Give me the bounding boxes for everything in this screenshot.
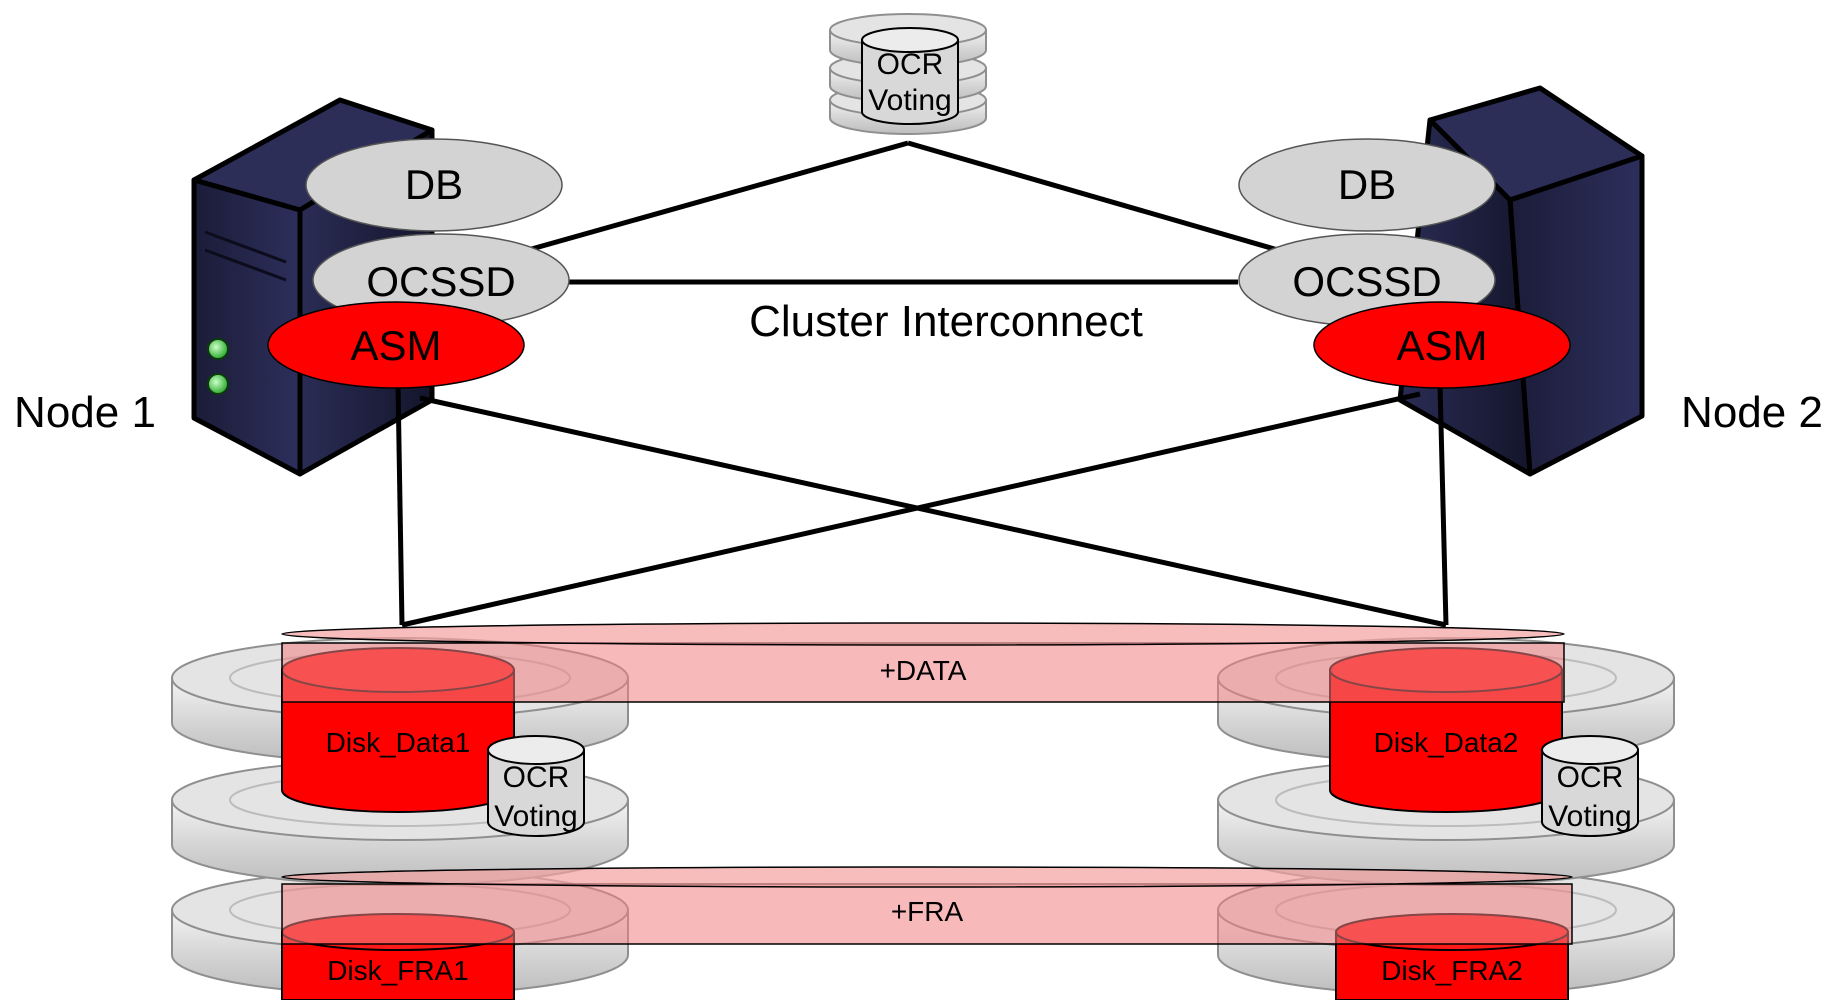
voting-label: Voting [1548,800,1631,833]
interconnect-label: Cluster Interconnect [749,297,1143,346]
asm-label: ASM [350,322,441,369]
disk-fra1-label: Disk_FRA1 [327,955,469,986]
node2-processes: DB OCSSD ASM [1238,138,1571,389]
line-asm2-data1 [401,391,1421,628]
line-ocr-node2 [907,140,1279,253]
ocssd-label: OCSSD [366,258,515,305]
ocssd-label: OCSSD [1292,258,1441,305]
disk-data2-label: Disk_Data2 [1374,727,1519,758]
disk-fra2-label: Disk_FRA2 [1381,955,1523,986]
ocr-label: OCR [877,48,944,81]
line-asm1-data2 [419,395,1447,628]
status-led-icon [207,373,229,395]
node1-processes: DB OCSSD ASM [267,138,570,389]
db-process [305,138,563,232]
ocr-label: OCR [1557,761,1624,794]
disk-data1-label: Disk_Data1 [326,727,471,758]
ocr-voting-shared-disk: OCR Voting [829,13,987,135]
ocr-label: OCR [503,761,570,794]
ocr-voting-disk-right: OCR Voting [1541,735,1639,837]
asm-instance [267,301,525,389]
db-label: DB [405,161,463,208]
diskgroup-data-band: +DATA [281,622,1565,703]
voting-label: Voting [494,800,577,833]
db-label: DB [1338,161,1396,208]
asm-label: ASM [1396,322,1487,369]
diskgroup-data-label: +DATA [880,655,967,686]
line-asm2-data2 [1437,383,1449,626]
ocr-voting-disk-left: OCR Voting [487,735,585,837]
diskgroup-fra-label: +FRA [891,896,964,927]
line-ocr-node1 [527,140,909,253]
line-asm1-data1 [395,383,405,626]
status-led-icon [207,338,229,360]
connection-lines [395,140,1449,628]
db-process [1238,138,1496,232]
diskgroup-fra-band: +FRA [281,866,1573,945]
node1-label: Node 1 [14,388,156,437]
voting-label: Voting [868,84,951,117]
asm-instance [1313,301,1571,389]
node2-label: Node 2 [1681,388,1823,437]
